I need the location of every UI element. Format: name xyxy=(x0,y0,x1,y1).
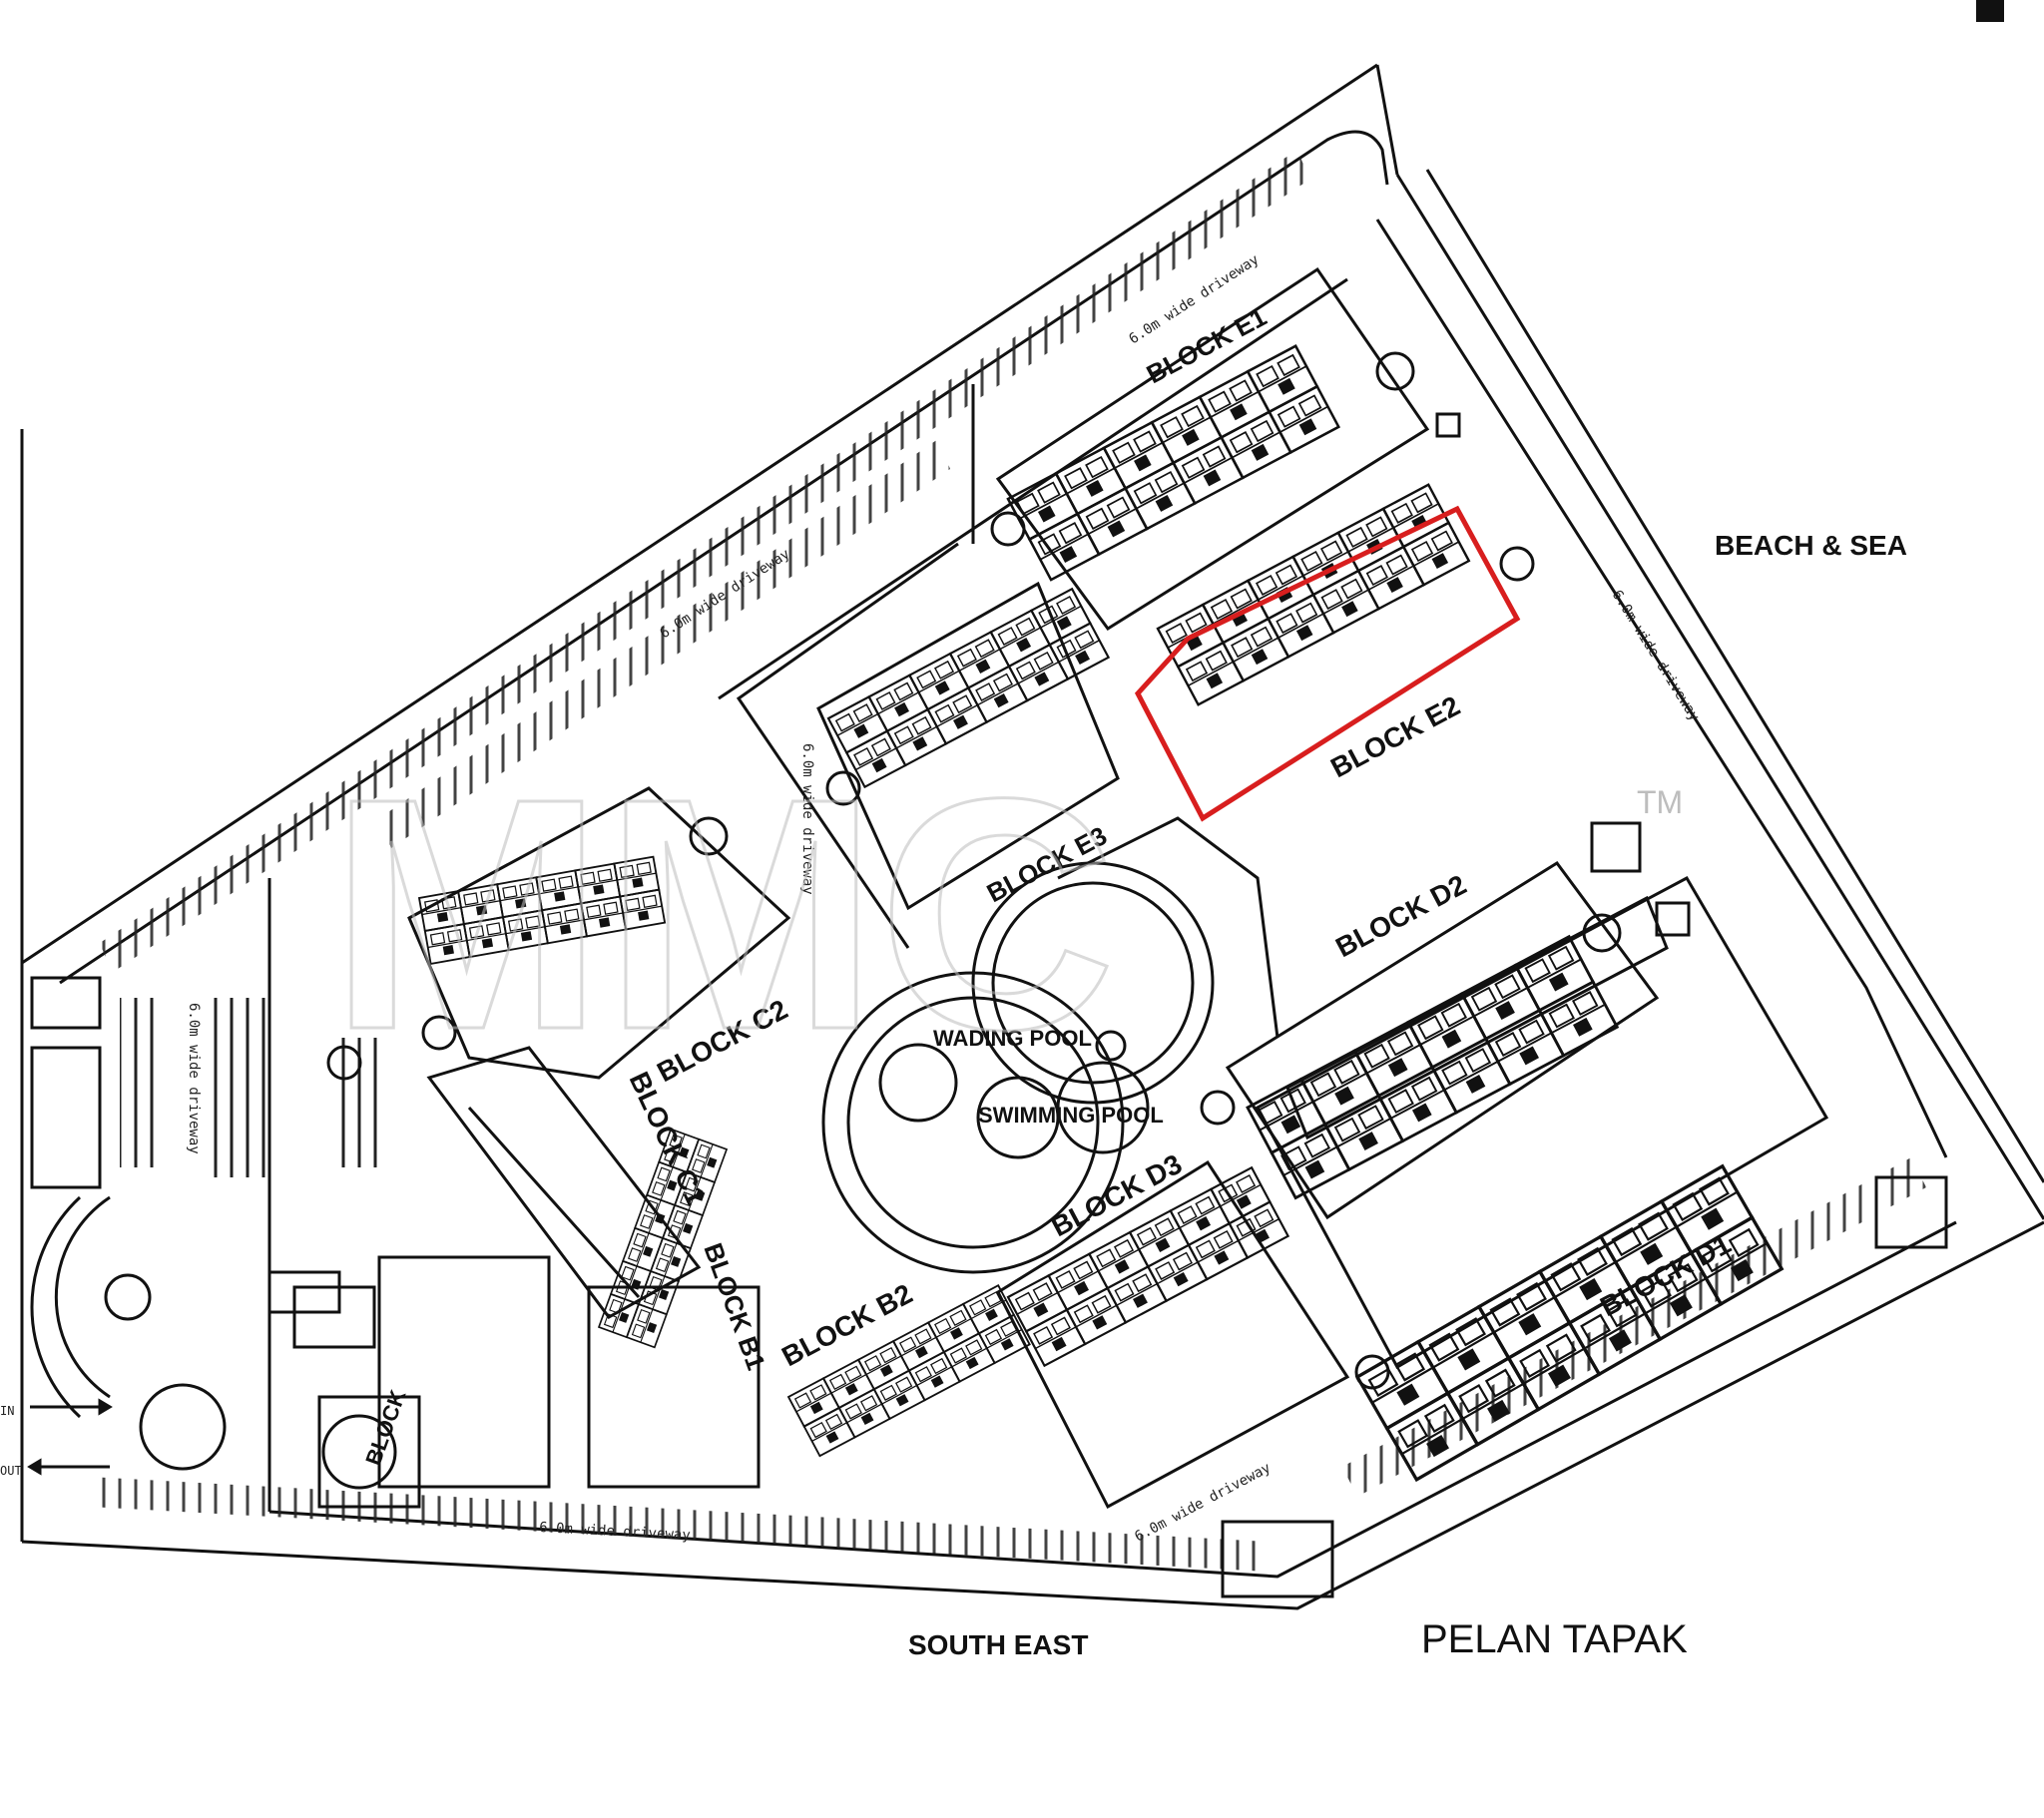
parking-bays xyxy=(90,150,1926,1572)
south-east-label: SOUTH EAST xyxy=(908,1629,1088,1660)
entry-in-label: IN xyxy=(0,1404,14,1418)
pool-area xyxy=(821,861,1215,1274)
entry-out-label: OUT xyxy=(0,1464,22,1478)
block-d1-outline xyxy=(1255,875,1948,1370)
block-e3-outline xyxy=(816,511,1120,911)
block-a xyxy=(317,1395,421,1509)
block-c1-building xyxy=(421,1015,702,1319)
block-b1-building xyxy=(377,1255,761,1489)
site-boundary xyxy=(20,63,2044,1610)
block-e2-lift-icon xyxy=(1499,546,1535,582)
utility-structures xyxy=(267,1045,1334,1598)
beach-sea-label: BEACH & SEA xyxy=(1715,530,1907,561)
block-c2-outline xyxy=(407,786,791,1080)
corner-mark xyxy=(1976,0,2004,22)
wading-pool-label: WADING POOL xyxy=(933,1026,1092,1051)
entrance-area xyxy=(27,976,227,1476)
driveway-note-centre: 6.0m wide driveway xyxy=(799,743,815,895)
watermark: MMC xyxy=(329,729,1116,1098)
block-e1-outline xyxy=(995,266,1461,632)
swimming-pool-label: SWIMMING POOL xyxy=(978,1103,1164,1128)
plan-title: PELAN TAPAK xyxy=(1421,1617,1688,1661)
block-d3-outline xyxy=(996,1090,1390,1510)
driveway-note-west: 6.0m wide driveway xyxy=(186,1003,202,1154)
driveway-note-south: 6.0m wide driveway xyxy=(539,1520,691,1544)
trademark: TM xyxy=(1637,784,1683,820)
block-e2-highlight xyxy=(1134,505,1521,822)
block-d2-outline xyxy=(1225,821,1691,1220)
